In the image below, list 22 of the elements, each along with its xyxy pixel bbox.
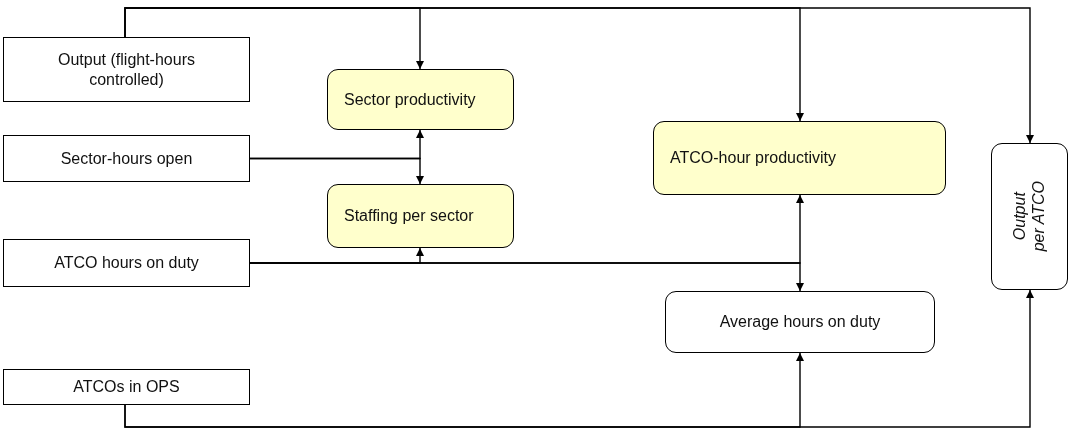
arrow (249, 157, 424, 185)
result-box (991, 143, 1068, 290)
node-label: Output per ATCO (1010, 180, 1049, 254)
node-label: Staffing per sector (344, 206, 474, 226)
node-label: Output (flight-hours controlled) (57, 50, 196, 89)
process-box (653, 121, 946, 195)
input-box (3, 369, 250, 405)
node-label: ATCO-hour productivity (670, 148, 836, 168)
process-box (665, 291, 935, 353)
process-box (327, 184, 514, 248)
input-box (3, 239, 250, 287)
arrow (124, 289, 1034, 428)
node-label: Sector productivity (344, 89, 476, 110)
input-box (3, 37, 250, 102)
node-label: Average hours on duty (719, 312, 881, 332)
node-label: ATCO hours on duty (54, 253, 199, 273)
process-box (327, 69, 514, 130)
arrow (249, 262, 804, 292)
node-label: Sector-hours open (60, 148, 193, 169)
arrow (124, 7, 1034, 144)
node-label: ATCOs in OPS (73, 377, 180, 397)
input-box (3, 135, 250, 182)
